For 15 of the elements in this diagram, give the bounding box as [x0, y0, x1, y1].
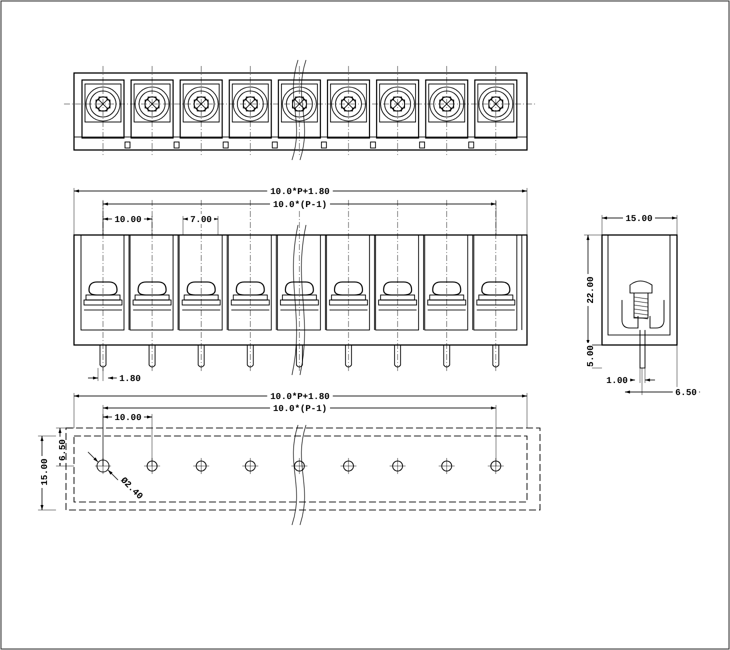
dimension-label: 1.80 — [119, 374, 141, 384]
dimension-label: 22.00 — [586, 276, 596, 304]
dimension-label: 5.00 — [586, 345, 596, 367]
dimension-label: 15.00 — [40, 458, 50, 486]
dimension-label: 10.0*(P-1) — [273, 200, 327, 210]
dimension-label: 1.00 — [606, 376, 628, 386]
dimension-label: 7.00 — [190, 215, 212, 225]
dimension-label: 10.0*P+1.80 — [270, 187, 330, 197]
dimension-label: 10.00 — [114, 413, 142, 423]
dimension-label: 10.0*P+1.80 — [270, 392, 330, 402]
dimension-label: 10.00 — [114, 215, 142, 225]
dimension-label: 10.0*(P-1) — [273, 404, 327, 414]
dimension-label: 6.50 — [675, 388, 697, 398]
dimension-label: 15.00 — [626, 214, 652, 224]
dimension-label: 6.50 — [58, 439, 68, 461]
